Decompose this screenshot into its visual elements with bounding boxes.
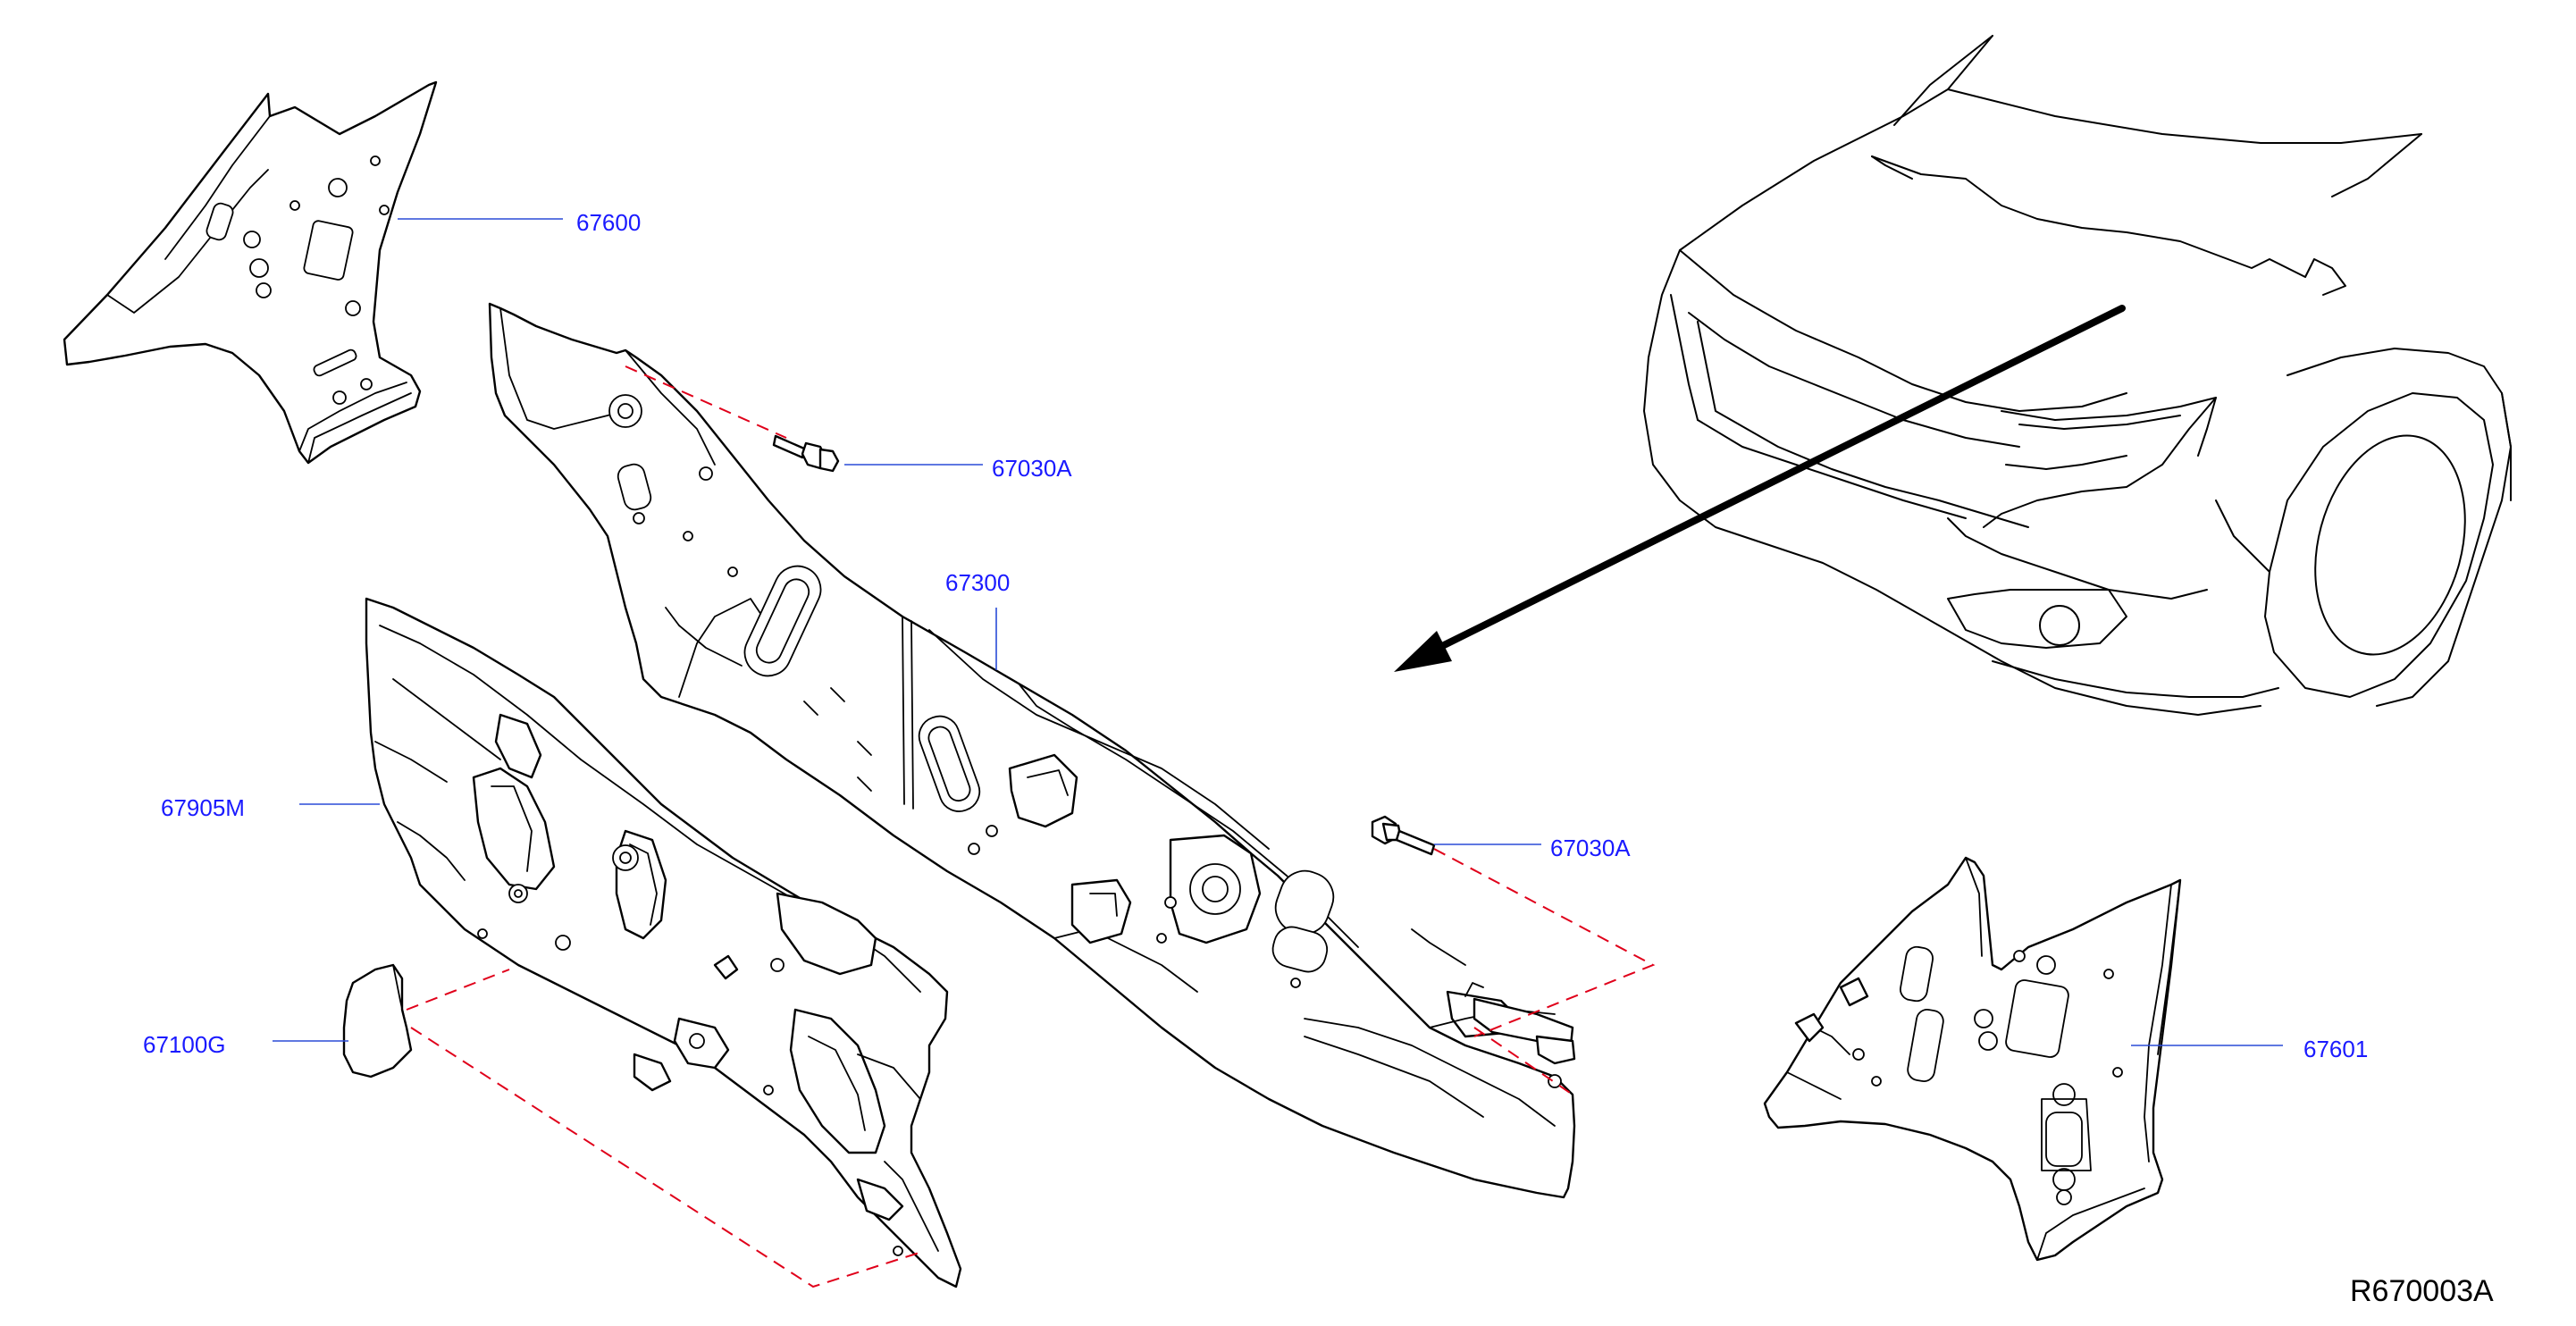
part-label-67100g: 67100G (143, 1031, 226, 1058)
vehicle-front-view-illustration (1643, 35, 2512, 716)
insulator-pad-part (342, 963, 413, 1078)
bolt-upper-part (772, 434, 840, 473)
part-label-67600: 67600 (576, 209, 642, 236)
location-arrow (1394, 305, 2126, 672)
leader-lines (273, 218, 2283, 1046)
dash-insulator-part (365, 597, 962, 1288)
dash-side-upper-right-part (1763, 856, 2182, 1262)
dash-side-upper-left-part (63, 80, 438, 465)
part-label-67030a-upper: 67030A (992, 455, 1072, 482)
assembly-dashed-lines (406, 365, 1656, 1288)
part-label-67030a-lower: 67030A (1550, 835, 1631, 861)
part-label-67300: 67300 (945, 569, 1011, 596)
part-label-67601: 67601 (2303, 1036, 2369, 1062)
bolt-lower-part (1371, 815, 1436, 856)
part-label-67905m: 67905M (161, 794, 245, 821)
diagram-reference-id: R670003A (2350, 1274, 2494, 1308)
dash-panel-upper-part (488, 302, 1576, 1199)
